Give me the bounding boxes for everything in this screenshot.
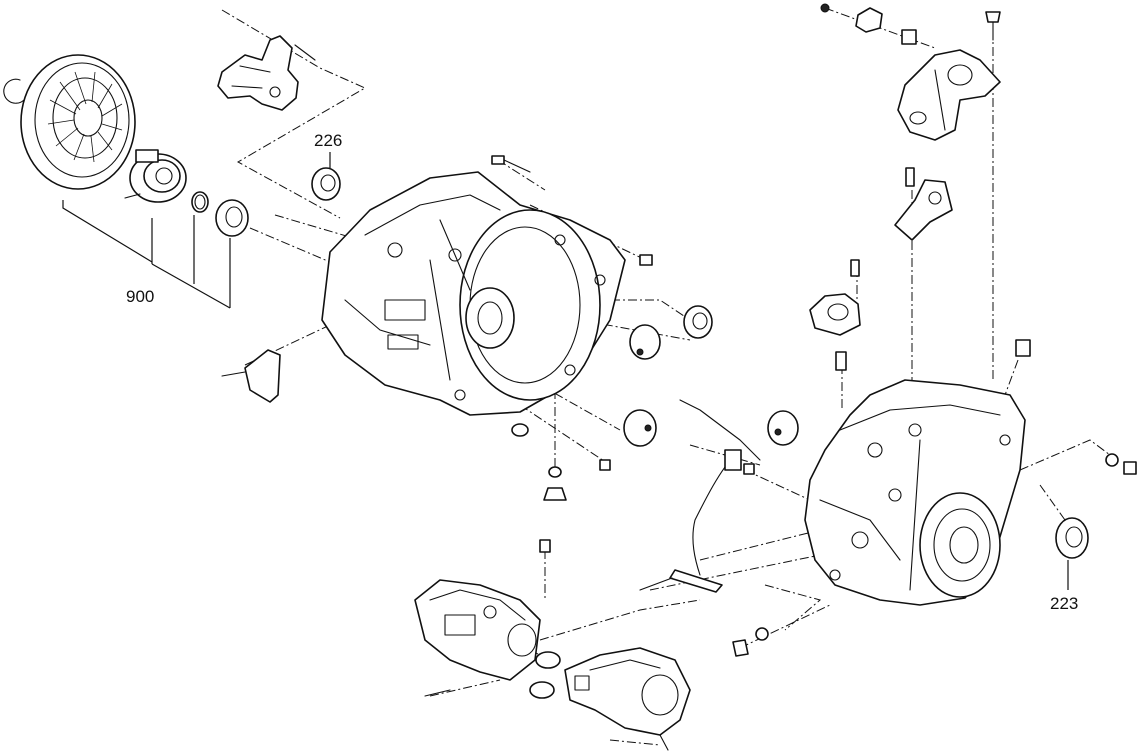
seal-center: [683, 305, 713, 339]
shift-actuator: [414, 539, 551, 697]
right-plugs: [1105, 453, 1137, 475]
clutch-pressure-plate: [20, 54, 136, 190]
transmission-case: [804, 339, 1031, 606]
clutch-housing: [321, 171, 626, 416]
release-bearing: [124, 149, 187, 203]
bolt-top: [491, 155, 531, 173]
callout-223: 223: [1050, 594, 1078, 613]
shim-washers: [623, 324, 799, 447]
breather-hose: [639, 399, 761, 593]
transmission-mount: [897, 49, 1001, 141]
callout-900-leaders: [62, 200, 231, 309]
clutch-snap-ring: [3, 78, 25, 104]
bracket-small-left: [221, 349, 281, 403]
oil-seal-left: [215, 199, 249, 237]
selector-actuator: [564, 647, 691, 751]
mount-bracket-lower: [894, 167, 953, 241]
callout-226: 226: [314, 131, 342, 150]
shift-fork-bracket: [217, 35, 316, 111]
sensor-unit: [809, 259, 861, 371]
small-pins: [511, 254, 653, 501]
assembly-lines: [221, 7, 1111, 746]
oil-seal-223: [1055, 517, 1089, 559]
callout-900: 900: [126, 287, 154, 306]
small-parts-lower: [732, 463, 769, 657]
oil-seal-226: [311, 167, 341, 201]
mount-bolt-top: [820, 3, 1001, 45]
o-rings-actuator: [529, 651, 561, 699]
o-ring-small: [191, 191, 209, 213]
